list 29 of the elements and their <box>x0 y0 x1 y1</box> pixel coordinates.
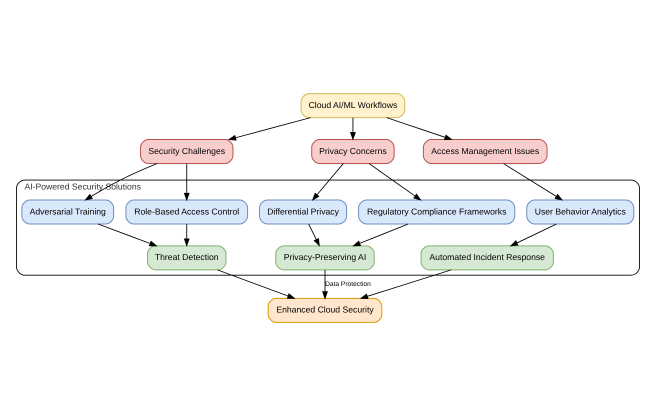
arrow <box>386 117 453 140</box>
arrow <box>228 117 311 140</box>
node-box: Privacy Concerns <box>311 139 395 164</box>
arrow <box>84 163 158 201</box>
node-box: Role-Based Access Control <box>125 200 248 224</box>
arrow <box>216 269 296 299</box>
arrow <box>510 224 557 246</box>
arrow <box>308 224 320 247</box>
node-box: Regulatory Compliance Frameworks <box>358 200 516 224</box>
arrow <box>360 269 452 300</box>
arrow <box>350 117 356 141</box>
node-box: Threat Detection <box>147 245 226 270</box>
node-box: Security Challenges <box>140 139 234 164</box>
arrow <box>503 163 564 201</box>
node-box: User Behavior Analytics <box>526 200 634 224</box>
arrow <box>184 224 190 247</box>
arrow <box>98 224 158 246</box>
arrow <box>184 163 190 202</box>
arrow <box>368 163 422 201</box>
node-box: Enhanced Cloud Security <box>268 298 382 323</box>
arrow <box>322 269 328 300</box>
node-box: Cloud AI/ML Workflows <box>300 93 406 118</box>
node-box: Privacy-Preserving AI <box>275 245 375 270</box>
node-box: Differential Privacy <box>259 200 348 224</box>
node-box: Access Management Issues <box>422 139 548 164</box>
node-box: Adversarial Training <box>21 200 114 224</box>
arrow <box>352 224 409 246</box>
node-box: Automated Incident Response <box>420 245 554 270</box>
arrow <box>312 163 344 201</box>
